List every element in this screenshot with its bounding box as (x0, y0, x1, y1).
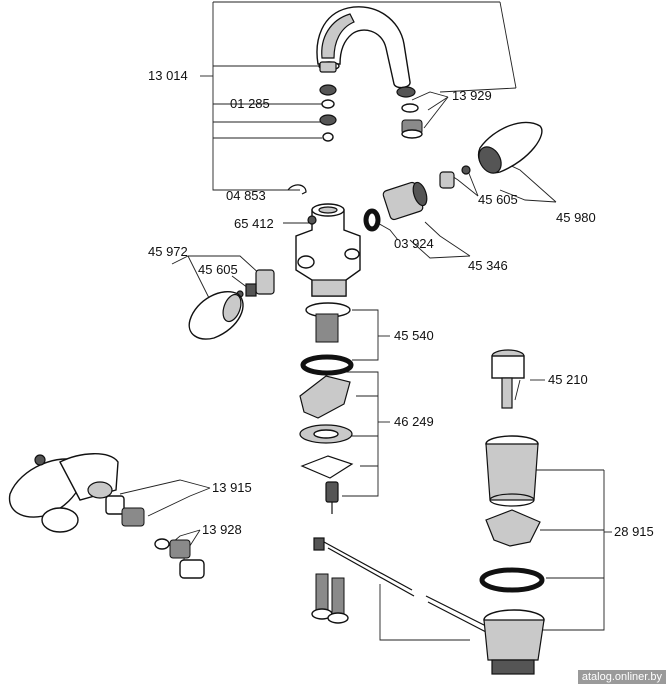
flex-hoses (311, 573, 349, 624)
mixer-body (295, 203, 361, 297)
label-45972: 45 972 (148, 244, 188, 259)
label-01285: 01 285 (230, 96, 270, 111)
label-28915: 28 915 (614, 524, 654, 539)
label-45980: 45 980 (556, 210, 596, 225)
part-labels: 13 014 01 285 13 929 04 853 65 412 45 60… (148, 68, 654, 539)
label-45540: 45 540 (394, 328, 434, 343)
label-13929: 13 929 (452, 88, 492, 103)
label-46249: 46 249 (394, 414, 434, 429)
label-45605-right: 45 605 (478, 192, 518, 207)
inset-mixer (8, 453, 205, 579)
drain-body (479, 435, 545, 675)
lift-rod (313, 537, 487, 633)
label-04853: 04 853 (226, 188, 266, 203)
cartridge-right (363, 165, 471, 232)
label-45346: 45 346 (468, 258, 508, 273)
label-65412: 65 412 (234, 216, 274, 231)
connector-45540 (300, 302, 354, 376)
label-03924: 03 924 (394, 236, 434, 251)
label-13928: 13 928 (202, 522, 242, 537)
clip-04853 (287, 184, 307, 195)
label-45210: 45 210 (548, 372, 588, 387)
aerator-stack-left (319, 61, 337, 142)
aerator-13929 (396, 86, 423, 139)
label-13915: 13 915 (212, 480, 252, 495)
popup-plug-45210 (491, 349, 525, 409)
label-45605-left: 45 605 (198, 262, 238, 277)
mount-set-46249 (299, 375, 354, 514)
watermark: atalog.onliner.by (577, 670, 666, 684)
spout-part (316, 6, 411, 89)
label-13014: 13 014 (148, 68, 188, 83)
